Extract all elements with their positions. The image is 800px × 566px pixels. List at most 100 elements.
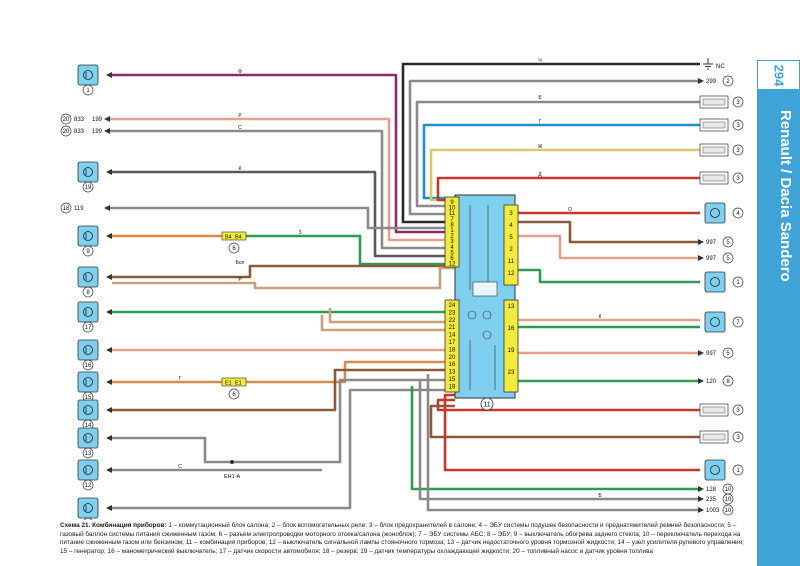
splice-point: EH1-A [224, 460, 241, 480]
connector-pin: 21 [449, 325, 456, 331]
component-number: 3 [736, 435, 740, 441]
wire-right-fuse5 [436, 398, 700, 412]
ref-value: 833 [74, 129, 85, 135]
ref-value: 120 [706, 379, 717, 385]
connector-pin: 13 [449, 370, 456, 376]
connector-pin: 12 [449, 262, 456, 268]
connector-pin: 23 [508, 370, 515, 376]
connector-pin: 8 [450, 222, 454, 228]
component-number: 13 [85, 451, 92, 457]
ref-value: 235 [706, 497, 717, 503]
right-component-3: 3 [699, 403, 744, 417]
component-number: 8 [86, 290, 90, 296]
ref-value: 119 [74, 206, 84, 212]
wire-color-letter: Д [538, 172, 542, 178]
wire-ground [401, 62, 700, 224]
ecu-icon [83, 405, 93, 415]
connector-pin: 19 [508, 348, 515, 354]
connector-pin: 2 [509, 247, 513, 253]
component-number: 5 [726, 240, 730, 246]
wire-ref-119 [110, 206, 455, 230]
connector-pin: 13 [508, 304, 515, 310]
connector-pin: 3 [509, 211, 513, 217]
component-12: 12 [77, 459, 112, 491]
wire-color-letter: Ф [238, 69, 242, 75]
connector-pin: 5 [509, 235, 513, 241]
component-number: 4 [736, 211, 740, 217]
component-number: 3 [736, 100, 740, 106]
wire-component-9b [246, 234, 455, 266]
connector-pin: 24 [449, 303, 456, 309]
wire-color-letter: Р [238, 113, 242, 119]
right-component-3: 3 [699, 95, 744, 109]
connector-pin: 5 [450, 250, 454, 256]
wire-component-8b [112, 266, 455, 290]
ref-value: 128 [706, 487, 717, 493]
connector-pin: B4 [235, 235, 242, 241]
component-number: 1 [736, 280, 740, 286]
cluster-label: 11 [483, 402, 490, 409]
component-number: 10 [725, 508, 732, 514]
component-number: 8 [726, 379, 730, 385]
left-components: 119981716151413124 [77, 64, 112, 520]
connector-pin: 15 [449, 377, 456, 383]
component-16: 16 [77, 339, 112, 371]
wire-component-19 [112, 170, 455, 258]
component-number: 9 [86, 249, 90, 255]
wire-color-letter: С [238, 125, 242, 131]
component-number: 14 [85, 423, 92, 429]
connector-pin: E1 [235, 381, 242, 387]
wire-color-letter: З [298, 230, 301, 236]
connector-pin: 23 [449, 310, 456, 316]
wire-color-letter: Ч [538, 58, 541, 64]
connector-pin: 7 [450, 217, 454, 223]
ref-value: 997 [706, 351, 717, 357]
wire-color-letter: Бол [236, 260, 245, 266]
connector-pin: 22 [449, 318, 456, 324]
right-component-3: 3 [699, 430, 744, 444]
ref-value: 199 [92, 129, 103, 135]
connector-label: 6 [232, 246, 236, 252]
wire-fuse-2 [422, 123, 700, 200]
right-component-3: 3 [699, 118, 744, 132]
component-number: 10 [725, 497, 732, 503]
connector-pin: E1 [225, 381, 232, 387]
caption-title: Схема 21. Комбинация приборов: [60, 522, 167, 529]
component-17: 17 [77, 301, 112, 333]
connector-pin: 19 [449, 384, 456, 390]
pressure-switch-icon [83, 345, 93, 355]
page-number: 294 [757, 60, 800, 90]
ref-number: 20 [63, 117, 70, 123]
wire-color-letter: Г [179, 376, 182, 382]
ref-number: 18 [63, 206, 70, 212]
connector-pin: 12 [508, 271, 515, 277]
wire-color-letter: К [239, 166, 242, 172]
wire-color-letter: Р [238, 277, 242, 283]
wire-right-1003 [426, 374, 700, 512]
component-number: 5 [726, 256, 730, 262]
connector-pin: 18 [449, 347, 456, 353]
wire-right-235 [418, 380, 700, 501]
wire-color-letter: Ж [538, 144, 543, 150]
ecu-icon [710, 465, 720, 475]
connector-pin: 14 [449, 333, 456, 339]
right-component-10: 235 10 [698, 493, 734, 505]
level-sensor-icon [83, 433, 93, 443]
page-number-text: 294 [770, 64, 786, 86]
component-15: 15 [77, 371, 112, 403]
right-component-1: 1 [704, 459, 744, 481]
component-number: 7 [736, 320, 740, 326]
wire-component-8a [112, 264, 455, 279]
ground-label: NC [716, 64, 725, 70]
wire-ref-833-a [110, 117, 455, 242]
wire-color-letter: Б [598, 493, 602, 499]
